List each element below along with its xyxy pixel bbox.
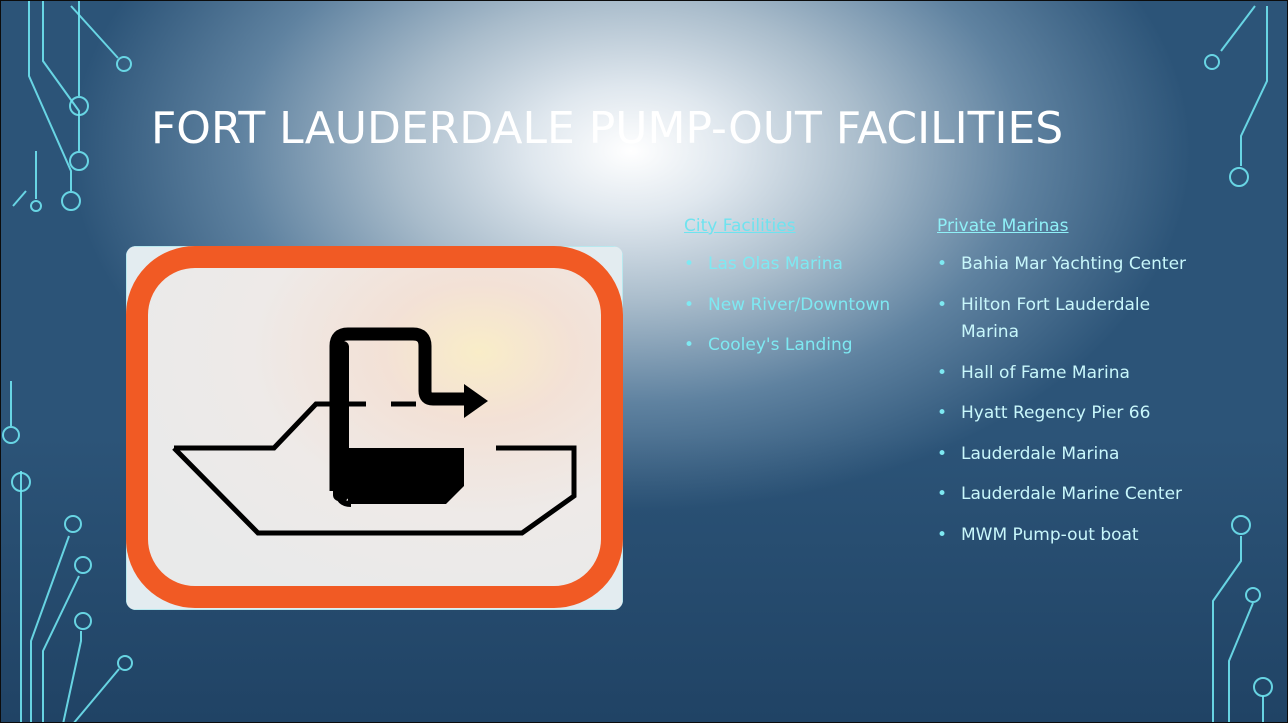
city-facilities-column: City Facilities • Las Olas Marina • New Ri… (684, 215, 924, 373)
list-item: • Hall of Fame Marina (937, 360, 1197, 388)
private-marinas-list: • Bahia Mar Yachting Center • Hilton Fort … (937, 251, 1197, 549)
list-item-label: MWM Pump-out boat (961, 524, 1139, 545)
bullet: • (937, 403, 948, 423)
list-item: • Lauderdale Marina (937, 441, 1197, 469)
list-item: • Las Olas Marina (684, 251, 924, 279)
list-item: • Bahia Mar Yachting Center (937, 251, 1197, 279)
bullet: • (937, 484, 948, 504)
list-item: • Hyatt Regency Pier 66 (937, 400, 1197, 428)
bullet: • (937, 524, 948, 545)
bullet: • (937, 294, 948, 315)
bullet: • (937, 443, 948, 464)
private-marinas-heading[interactable]: Private Marinas (937, 216, 1069, 236)
bullet: • (937, 254, 948, 274)
city-facilities-list: • Las Olas Marina • New River/Downtown • Co… (684, 251, 924, 360)
city-facilities-heading[interactable]: City Facilities (684, 216, 796, 236)
list-item: • New River/Downtown (684, 292, 924, 320)
list-item-label: Hyatt Regency Pier 66 (961, 403, 1151, 423)
list-item-label: Lauderdale Marina (961, 443, 1120, 464)
list-item: • Cooley's Landing (684, 332, 924, 360)
list-item-label: Hilton Fort Lauderdale Marina (961, 294, 1151, 343)
list-item-label: Cooley's Landing (708, 335, 853, 355)
bullet: • (684, 335, 695, 355)
list-item-label: New River/Downtown (708, 294, 891, 315)
bullet: • (684, 254, 695, 274)
private-marinas-column: Private Marinas • Bahia Mar Yachting Cent… (937, 215, 1197, 562)
bullet: • (937, 362, 948, 383)
list-item-label: Hall of Fame Marina (961, 362, 1130, 383)
slide-title: FORT LAUDERDALE PUMP-OUT FACILITIES (151, 103, 1064, 154)
list-item-label: Bahia Mar Yachting Center (961, 254, 1187, 274)
pump-out-boat-sign-icon (126, 246, 623, 610)
bullet: • (684, 294, 695, 315)
list-item: • MWM Pump-out boat (937, 522, 1197, 550)
list-item: • Lauderdale Marine Center (937, 481, 1197, 509)
list-item-label: Las Olas Marina (708, 254, 843, 274)
list-item: • Hilton Fort Lauderdale Marina (937, 292, 1197, 347)
list-item-label: Lauderdale Marine Center (961, 484, 1183, 504)
